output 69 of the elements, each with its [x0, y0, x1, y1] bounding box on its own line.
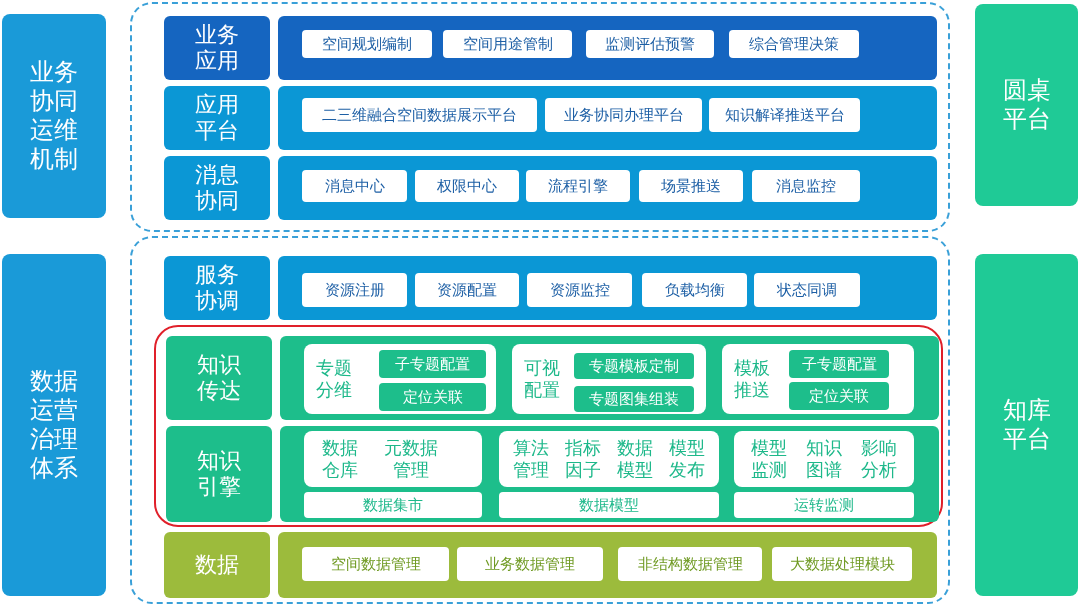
- layer-label: 应用平台: [164, 86, 270, 150]
- side-panel: 圆桌平台: [975, 4, 1078, 206]
- module-box: 二三维融合空间数据展示平台: [302, 98, 537, 132]
- card-text: 可视配置: [523, 356, 561, 402]
- dashed-frame: [130, 2, 950, 232]
- module-box: 数据模型: [499, 492, 719, 518]
- card-text: 模板推送: [733, 356, 771, 402]
- module-box: 专题模板定制: [574, 353, 694, 379]
- module-box: 综合管理决策: [729, 30, 859, 58]
- module-card: [304, 431, 482, 487]
- card-text: 专题分维: [315, 356, 353, 402]
- module-box: 定位关联: [379, 383, 486, 411]
- module-box: 流程引擎: [526, 170, 630, 202]
- card-text: 模型监测: [750, 436, 788, 482]
- module-card: [304, 344, 496, 414]
- module-box: 大数据处理模块: [772, 547, 912, 581]
- card-text: 数据仓库: [321, 436, 359, 482]
- module-box: 资源监控: [527, 273, 632, 307]
- layer-band: [278, 16, 937, 80]
- layer-band: [278, 86, 937, 150]
- module-box: 定位关联: [789, 382, 889, 410]
- module-box: 运转监测: [734, 492, 914, 518]
- module-box: 消息中心: [302, 170, 407, 202]
- module-box: 数据集市: [304, 492, 482, 518]
- layer-band: [280, 336, 939, 420]
- module-box: 子专题配置: [379, 350, 486, 378]
- module-box: 非结构数据管理: [618, 547, 762, 581]
- card-text: 指标因子: [564, 436, 602, 482]
- module-card: [512, 344, 706, 414]
- card-text: 知识图谱: [805, 436, 843, 482]
- layer-label: 业务应用: [164, 16, 270, 80]
- module-card: [499, 431, 719, 487]
- module-box: 负载均衡: [642, 273, 747, 307]
- layer-band: [278, 156, 937, 220]
- side-panel: 数据运营治理体系: [2, 254, 106, 596]
- layer-label: 知识传达: [166, 336, 272, 420]
- card-text: 数据模型: [616, 436, 654, 482]
- layer-label: 服务协调: [164, 256, 270, 320]
- module-box: 权限中心: [415, 170, 519, 202]
- module-card: [734, 431, 914, 487]
- module-box: 场景推送: [639, 170, 743, 202]
- side-panel: 知库平台: [975, 254, 1078, 596]
- dashed-frame: [130, 236, 950, 604]
- module-box: 知识解译推送平台: [709, 98, 860, 132]
- card-text: 元数据管理: [383, 436, 439, 482]
- layer-band: [278, 532, 937, 598]
- module-box: 资源注册: [302, 273, 407, 307]
- card-text: 模型发布: [668, 436, 706, 482]
- module-box: 业务数据管理: [457, 547, 603, 581]
- card-text: 算法管理: [512, 436, 550, 482]
- module-card: [722, 344, 914, 414]
- layer-band: [280, 426, 939, 522]
- module-box: 资源配置: [415, 273, 519, 307]
- module-box: 业务协同办理平台: [545, 98, 702, 132]
- layer-band: [278, 256, 937, 320]
- module-box: 空间规划编制: [302, 30, 432, 58]
- layer-label: 数据: [164, 532, 270, 598]
- module-box: 空间用途管制: [443, 30, 572, 58]
- module-box: 消息监控: [752, 170, 860, 202]
- layer-label: 知识引擎: [166, 426, 272, 522]
- module-box: 监测评估预警: [586, 30, 714, 58]
- card-text: 影响分析: [860, 436, 898, 482]
- module-box: 状态同调: [754, 273, 860, 307]
- module-box: 专题图集组装: [574, 386, 694, 412]
- module-box: 子专题配置: [789, 350, 889, 378]
- highlight-frame: [154, 325, 943, 527]
- module-box: 空间数据管理: [302, 547, 449, 581]
- side-panel: 业务协同运维机制: [2, 14, 106, 218]
- layer-label: 消息协同: [164, 156, 270, 220]
